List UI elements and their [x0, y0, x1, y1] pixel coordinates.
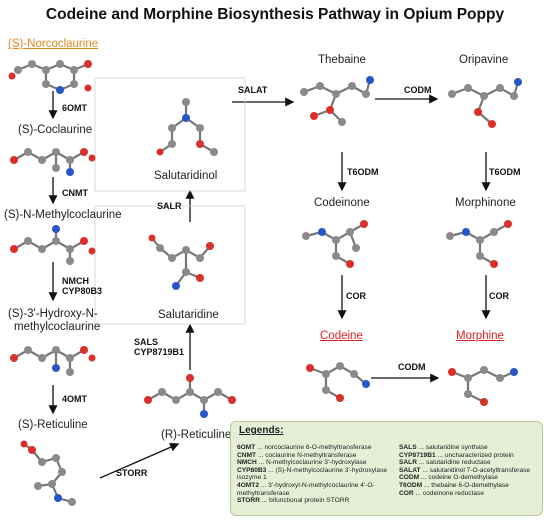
label-s-norcoclaurine: (S)-Norcoclaurine — [8, 38, 99, 50]
enzyme-storr: STORR — [116, 468, 148, 478]
label-s-3-hydroxy-line1: (S)-3'-Hydroxy-N- — [8, 308, 98, 320]
legend-title: Legends: — [239, 425, 284, 436]
label-s-n-methylcoclaurine: (S)-N-Methylcoclaurine — [4, 209, 122, 221]
legend-column-right: SALS ... salutaridine synthase CYP8719B1… — [399, 444, 539, 497]
molecule-r-reticuline — [144, 374, 236, 418]
enzyme-cor-left: COR — [346, 291, 366, 301]
label-morphinone: Morphinone — [455, 197, 516, 209]
legend-row: COR ... codeinone reductase — [399, 489, 485, 497]
molecule-s-n-methylcoclaurine — [10, 225, 96, 265]
molecule-codeinone — [302, 220, 368, 268]
enzyme-salr: SALR — [157, 201, 182, 211]
label-s-reticuline: (S)-Reticuline — [18, 419, 88, 431]
label-salutaridinol: Salutaridinol — [154, 170, 218, 182]
legend-box: Legends: 6OMT ... norcoclaurine 6-O-meth… — [230, 421, 543, 516]
label-thebaine: Thebaine — [318, 54, 366, 66]
molecule-s-3-hydroxy-n-methylcoclaurine — [10, 346, 96, 376]
molecule-morphine — [448, 366, 518, 406]
molecule-salutaridinol — [156, 98, 218, 156]
legend-row: CNMT ... coclaurine N-methyltransferase — [237, 451, 357, 459]
enzyme-codm-top: CODM — [404, 85, 432, 95]
enzyme-6omt: 6OMT — [62, 103, 88, 113]
enzyme-cyp8719b1: CYP8719B1 — [134, 347, 185, 357]
enzyme-sals: SALS — [134, 337, 159, 347]
enzyme-4omt: 4OMT — [62, 394, 88, 404]
legend-row: 6OMT ... norcoclaurine 6-O-methyltransfe… — [237, 444, 372, 451]
legend-row: SALR ... salutaridine reductase — [399, 459, 491, 467]
molecule-s-coclaurine — [10, 148, 96, 176]
label-codeinone: Codeinone — [314, 197, 370, 209]
diagram-title: Codeine and Morphine Biosynthesis Pathwa… — [45, 6, 505, 23]
label-morphine: Morphine — [456, 330, 504, 342]
label-s-coclaurine: (S)-Coclaurine — [18, 124, 93, 136]
arrow-storr — [99, 442, 180, 479]
legend-row: STORR ... bifunctional protein STORR — [237, 497, 350, 505]
legend-row: SALAT ... salutaridinol 7-O-acetyltransf… — [399, 466, 531, 474]
enzyme-salat: SALAT — [238, 85, 268, 95]
molecule-morphinone — [446, 220, 512, 268]
enzyme-cyp80b3: CYP80B3 — [62, 286, 103, 296]
legend-row: SALS ... salutaridine synthase — [399, 444, 488, 451]
label-r-reticuline: (R)-Reticuline — [161, 429, 232, 441]
legend-row: CYP80B3 ... (S)-N-methylcoclaurine 3'-hy… — [237, 466, 388, 482]
legend-row: CODM ... codeine O-demethylase — [399, 474, 498, 482]
enzyme-t6odm-right: T6ODM — [489, 167, 521, 177]
molecule-s-norcoclaurine — [8, 60, 92, 94]
legend-row: CYP8719B1 ... uncharacterized protein — [399, 451, 514, 459]
molecule-thebaine — [300, 76, 374, 126]
enzyme-codm-bottom: CODM — [398, 362, 426, 372]
legend-row: 4OMT2 ... 3'-hydroxyl-N-methylcoclaurine… — [237, 481, 375, 497]
legend-row: NMCH ... N-methylcoclaurine 3'-hydroxyla… — [237, 459, 367, 467]
legend-column-left: 6OMT ... norcoclaurine 6-O-methyltransfe… — [237, 444, 395, 505]
enzyme-nmch: NMCH — [62, 276, 89, 286]
enzyme-cnmt: CNMT — [62, 188, 88, 198]
label-salutaridine: Salutaridine — [158, 309, 219, 321]
label-s-3-hydroxy-line2: methylcoclaurine — [14, 321, 101, 333]
legend-row: T6ODM ... thebaine 6-O-demethylase — [399, 481, 509, 489]
molecule-s-reticuline — [20, 440, 76, 506]
label-oripavine: Oripavine — [459, 54, 509, 66]
molecule-salutaridine — [148, 234, 214, 290]
molecule-codeine — [306, 362, 370, 402]
label-codeine: Codeine — [320, 330, 363, 342]
enzyme-t6odm-left: T6ODM — [347, 167, 379, 177]
enzyme-cor-right: COR — [489, 291, 509, 301]
molecule-oripavine — [448, 78, 522, 128]
